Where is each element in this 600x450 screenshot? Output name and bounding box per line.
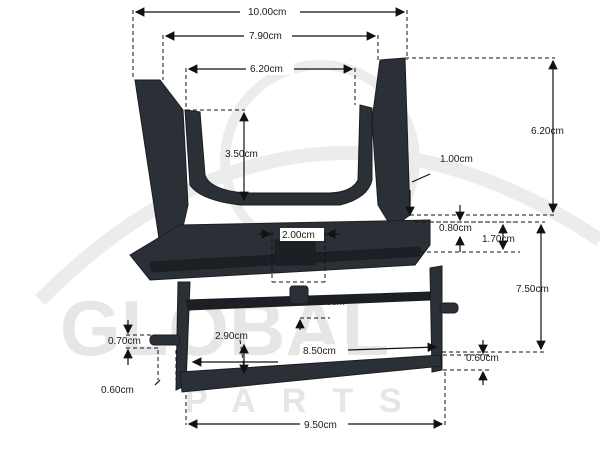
label-0-60cm-left: 0.60cm <box>101 385 134 396</box>
label-6-20cm-top: 6.20cm <box>250 64 283 75</box>
label-10-00cm: 10.00cm <box>248 7 286 18</box>
label-8-50cm: 8.50cm <box>303 346 336 357</box>
label-7-90cm: 7.90cm <box>249 31 282 42</box>
label-0-80cm: 0.80cm <box>439 223 472 234</box>
label-1-70cm: 1.70cm <box>482 234 515 245</box>
label-6-20cm-right: 6.20cm <box>531 126 564 137</box>
label-0-60cm-right: 0.60cm <box>466 353 499 364</box>
label-9-50cm: 9.50cm <box>304 420 337 431</box>
label-2-00cm: 2.00cm <box>282 230 315 241</box>
label-1-30cm: 1.30cm <box>312 297 345 308</box>
label-2-90cm: 2.90cm <box>215 331 248 342</box>
label-0-70cm: 0.70cm <box>108 336 141 347</box>
dimension-labels: 10.00cm 7.90cm 6.20cm 3.50cm 6.20cm 1.00… <box>101 5 564 431</box>
label-3-50cm: 3.50cm <box>225 149 258 160</box>
label-1-00cm: 1.00cm <box>440 154 473 165</box>
label-7-50cm: 7.50cm <box>516 284 549 295</box>
